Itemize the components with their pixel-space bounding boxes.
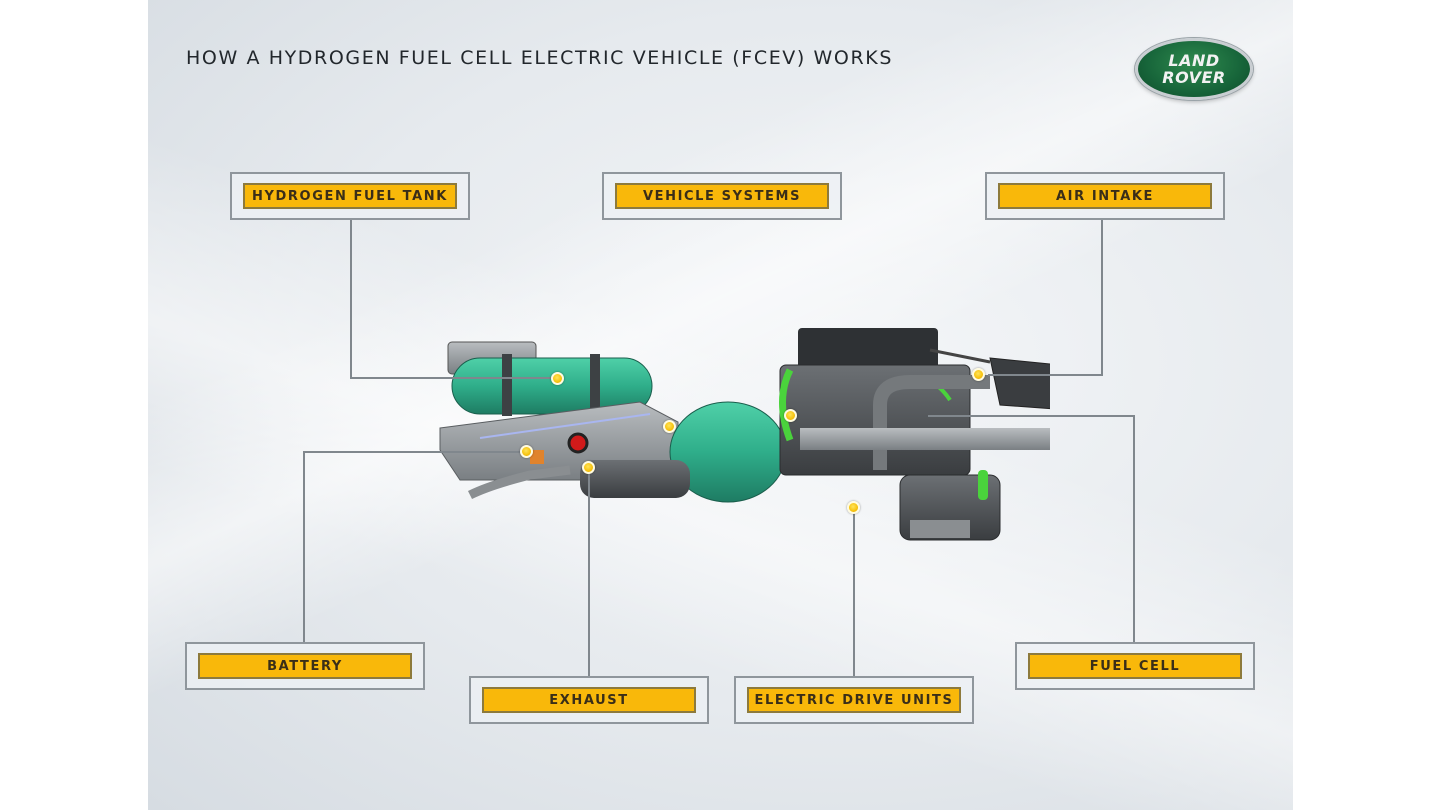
pointer-dot-hydrogen-tank [551,372,564,385]
pointer-dot-electric-drive [847,501,860,514]
callout-vehicle-systems: VEHICLE SYSTEMS [602,172,842,220]
pointer-dot-air-intake [972,368,985,381]
label-hydrogen-fuel-tank: HYDROGEN FUEL TANK [252,188,448,204]
callout-air-intake: AIR INTAKE [985,172,1225,220]
leader-line-air-intake-h [988,374,1103,376]
leader-line-battery-h [303,451,525,453]
leader-line-hydrogen-tank-v [350,218,352,378]
label-battery: BATTERY [267,658,343,674]
leader-line-electric-drive-v [853,510,855,677]
pointer-dot-battery [520,445,533,458]
leader-line-fuel-cell-v [1133,415,1135,643]
callout-electric-drive-units: ELECTRIC DRIVE UNITS [734,676,974,724]
land-rover-logo: LAND ROVER [1135,38,1253,100]
label-electric-drive-units: ELECTRIC DRIVE UNITS [754,692,954,708]
leader-line-hydrogen-tank-h [350,377,556,379]
pointer-dot-exhaust [582,461,595,474]
leader-line-exhaust-v [588,468,590,677]
leader-line-fuel-cell-h [928,415,1134,417]
fcev-powertrain-illustration [439,328,1050,541]
leader-line-air-intake-v [1101,218,1103,375]
logo-text-land: LAND [1168,51,1220,70]
pointer-dot-vehicle-systems [784,409,797,422]
pointer-dot-tank-2 [663,420,676,433]
callout-battery: BATTERY [185,642,425,690]
label-exhaust: EXHAUST [549,692,629,708]
logo-text-rover: ROVER [1162,68,1226,87]
diagram-canvas: HOW A HYDROGEN FUEL CELL ELECTRIC VEHICL… [148,0,1293,810]
callout-fuel-cell: FUEL CELL [1015,642,1255,690]
leader-line-battery-v [303,451,305,643]
callout-exhaust: EXHAUST [469,676,709,724]
label-air-intake: AIR INTAKE [1055,188,1155,204]
label-fuel-cell: FUEL CELL [1089,658,1181,674]
callout-hydrogen-fuel-tank: HYDROGEN FUEL TANK [230,172,470,220]
page-title: HOW A HYDROGEN FUEL CELL ELECTRIC VEHICL… [186,47,894,69]
label-vehicle-systems: VEHICLE SYSTEMS [642,188,802,204]
